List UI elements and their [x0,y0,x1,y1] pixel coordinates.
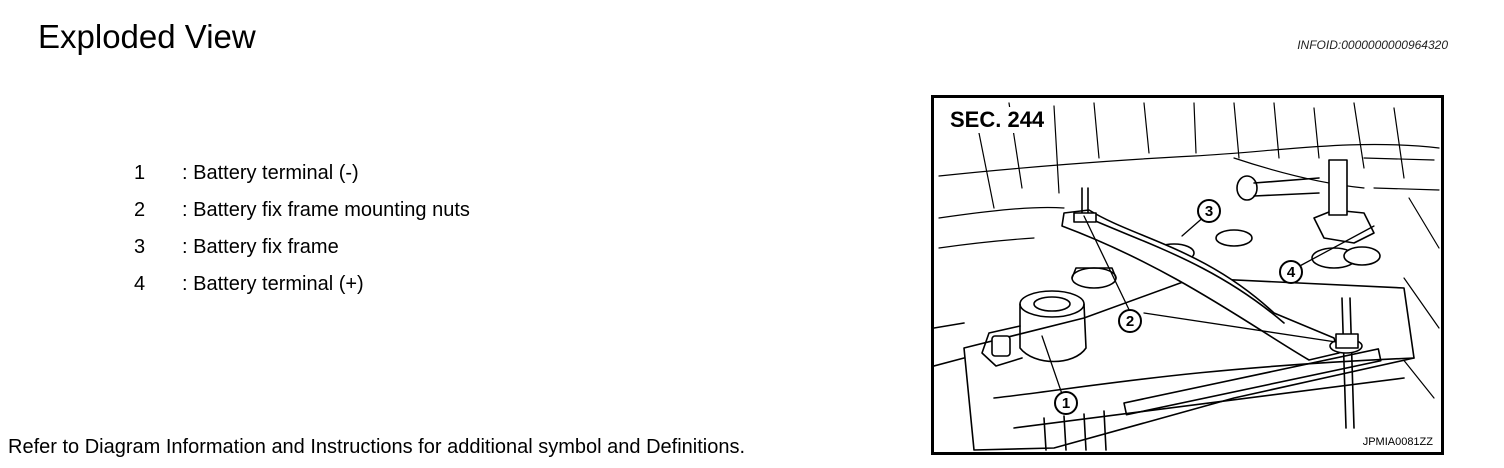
footer-note: Refer to Diagram Information and Instruc… [8,436,746,458]
battery-fix-frame [1061,209,1340,361]
legend-list: 1 : Battery terminal (-) 2 : Battery fix… [134,155,470,303]
positive-terminal [1236,159,1381,266]
callout-4 [1279,260,1303,284]
legend-label: : Battery terminal (-) [182,162,359,184]
legend-item: 1 : Battery terminal (-) [134,155,470,192]
page-title: Exploded View [38,18,256,55]
callout-1-label: 1 [1062,395,1070,412]
battery-illustration: 3 4 2 1 [934,102,1440,451]
legend-label: : Battery fix frame [182,236,339,258]
exploded-view-figure: 3 4 2 1 SEC. 244 JPMIA0081ZZ [931,95,1444,455]
legend-number: 4 [134,273,146,295]
leader-lines [1041,214,1375,395]
callout-1 [1054,391,1078,415]
callout-2 [1118,309,1142,333]
legend-label: : Battery terminal (+) [182,273,364,295]
legend-number: 3 [134,236,146,258]
callout-3 [1197,199,1221,223]
legend-item: 4 : Battery terminal (+) [134,266,470,303]
section-label: SEC. 244 [948,107,1047,133]
legend-label: : Battery fix frame mounting nuts [182,199,470,221]
callout-4-label: 4 [1287,264,1296,281]
engine-bay-background [938,102,1440,399]
legend-number: 1 [134,162,146,184]
info-id: INFOID:0000000000964320 [1297,38,1448,52]
legend-number: 2 [134,199,146,221]
legend-item: 2 : Battery fix frame mounting nuts [134,192,470,229]
callout-2-label: 2 [1126,313,1134,330]
mounting-rod-right [1329,297,1363,429]
figure-code: JPMIA0081ZZ [1360,436,1435,448]
callout-3-label: 3 [1205,203,1213,220]
legend-item: 3 : Battery fix frame [134,229,470,266]
negative-terminal [934,290,1087,367]
